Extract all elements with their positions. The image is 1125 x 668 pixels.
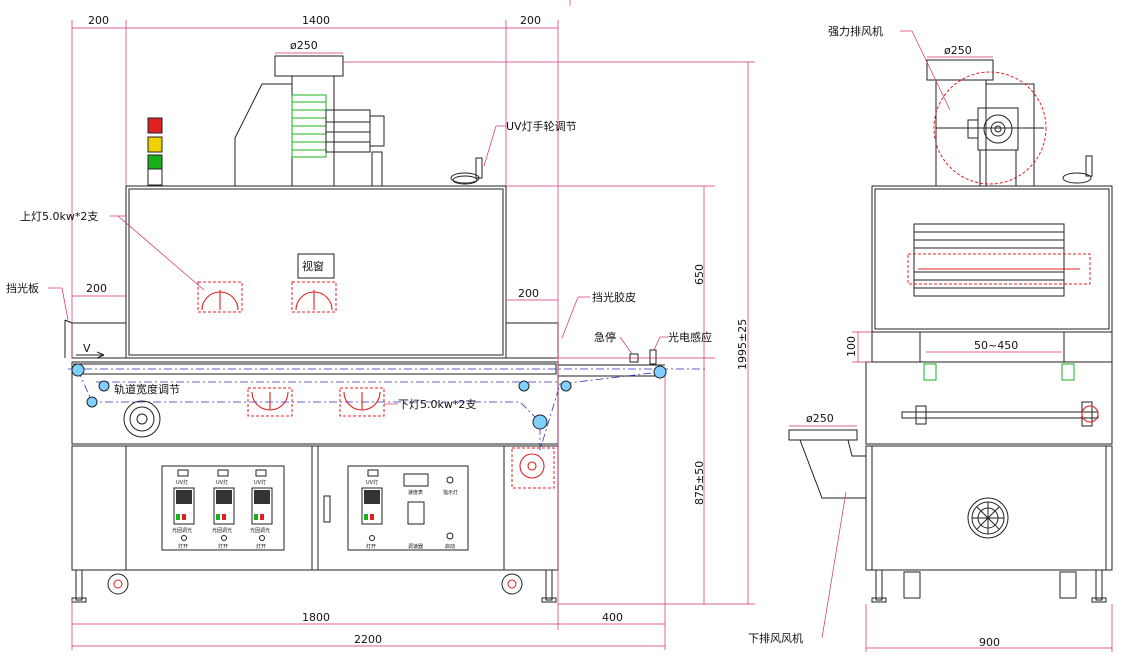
start-button[interactable] bbox=[446, 532, 454, 540]
lamp-unit-3: UV灯 光固调光 灯开 bbox=[250, 469, 273, 550]
side-view bbox=[788, 59, 1113, 603]
dim-200-mid-right: 200 bbox=[518, 287, 539, 300]
side-dimensions: ø250 ø250 100 50~450 900 强力排风机 下排风风机 bbox=[748, 24, 1113, 652]
cabinet-handle[interactable] bbox=[323, 495, 331, 523]
lamp-unit-2: UV灯 光固调光 灯开 bbox=[212, 469, 235, 550]
side-upper-chamber bbox=[871, 185, 1113, 333]
speed-control-knob[interactable] bbox=[407, 501, 425, 525]
side-motor-icon bbox=[967, 107, 1019, 187]
dim-1995: 1995±25 bbox=[736, 319, 749, 370]
front-view: 视窗 bbox=[64, 55, 708, 603]
dim-650: 650 bbox=[693, 264, 706, 285]
label-uv-handwheel: UV灯手轮调节 bbox=[506, 119, 577, 133]
lamp-control-panel: UV灯 光固调光 灯开 UV灯 光固调光 灯开 bbox=[161, 465, 285, 551]
dim-900: 900 bbox=[979, 636, 1000, 649]
side-track-rails bbox=[901, 363, 1099, 427]
indicator-label: 指示灯 bbox=[443, 489, 458, 496]
dim-875: 875±50 bbox=[693, 461, 706, 505]
lamp-unit-1: UV灯 光固调光 灯开 bbox=[172, 469, 195, 550]
label-upper-lamp: 上灯5.0kw*2支 bbox=[20, 210, 98, 223]
lamp-light-label-2: 灯开 bbox=[218, 543, 228, 550]
label-photoelectric-sensor: 光电感应 bbox=[668, 330, 712, 344]
label-lower-exhaust-fan: 下排风风机 bbox=[748, 631, 803, 645]
front-dimensions: 200 1400 200 ø250 200 200 650 875±50 199… bbox=[71, 0, 755, 650]
signal-tower bbox=[147, 117, 163, 186]
front-motor bbox=[325, 109, 371, 153]
lamp-switch-label-2: 光固调光 bbox=[212, 527, 232, 534]
dim-200-mid-left: 200 bbox=[86, 282, 107, 295]
label-powerful-exhaust-fan: 强力排风机 bbox=[828, 24, 883, 38]
lamp-switch-label-1: 光固调光 bbox=[172, 527, 192, 534]
label-lower-lamp: 下灯5.0kw*2支 bbox=[398, 398, 476, 411]
conveyor-control-panel: UV灯 灯开 速度表 指示灯 调速器 启动 bbox=[347, 465, 469, 551]
label-light-shield-plate: 挡光板 bbox=[6, 281, 39, 295]
dim-1800: 1800 bbox=[302, 611, 330, 624]
dim-2200: 2200 bbox=[354, 633, 382, 646]
label-light-shield-rubber: 挡光胶皮 bbox=[592, 290, 636, 304]
label-emergency-stop: 急停 bbox=[594, 330, 616, 344]
upper-lamp-left bbox=[197, 281, 243, 313]
lamp-switch-label-3: 光固调光 bbox=[250, 527, 270, 534]
speed-meter-display bbox=[403, 473, 429, 487]
front-fan-fins bbox=[292, 101, 326, 151]
lower-cabinet bbox=[71, 445, 559, 571]
dim-1400: 1400 bbox=[302, 14, 330, 27]
indicator-light bbox=[446, 476, 454, 484]
conveyor-light-label: 灯开 bbox=[366, 543, 376, 550]
conveyor-rollers bbox=[71, 363, 667, 430]
dim-400: 400 bbox=[602, 611, 623, 624]
lamp-light-label-3: 灯开 bbox=[256, 543, 266, 550]
dim-phi250-front: ø250 bbox=[290, 39, 318, 52]
dim-200-top-left: 200 bbox=[88, 14, 109, 27]
conveyor-meter-label: UV灯 bbox=[366, 479, 378, 486]
side-cabinet bbox=[865, 445, 1113, 571]
lamp-meter-label-3: UV灯 bbox=[254, 479, 266, 486]
upper-lamp-right bbox=[291, 281, 337, 313]
side-conveyor-section bbox=[865, 361, 1113, 445]
start-label: 启动 bbox=[445, 543, 455, 550]
side-fan-housing bbox=[933, 71, 1047, 185]
side-lower-exhaust-duct bbox=[788, 429, 866, 499]
direction-label: V bbox=[83, 342, 91, 355]
upper-chamber bbox=[125, 185, 507, 359]
view-window-label: 视窗 bbox=[302, 259, 324, 273]
handwheel-icon bbox=[450, 157, 483, 185]
side-lamp-housing bbox=[907, 223, 1091, 297]
speed-meter-label: 速度表 bbox=[408, 489, 423, 496]
lower-lamp-left bbox=[247, 387, 293, 417]
lamp-light-label-1: 灯开 bbox=[178, 543, 188, 550]
track-width-label: 轨道宽度调节 bbox=[114, 382, 180, 396]
track-width-wheel-icon bbox=[123, 400, 161, 438]
dim-phi250-side-top: ø250 bbox=[944, 44, 972, 57]
lower-lamp-right bbox=[339, 387, 385, 417]
side-feet bbox=[871, 569, 1107, 603]
photoelectric-sensor-icon bbox=[649, 349, 657, 365]
side-cabinet-fan-icon bbox=[967, 497, 1009, 539]
dim-50-450: 50~450 bbox=[974, 339, 1018, 352]
lamp-meter-label-2: UV灯 bbox=[216, 479, 228, 486]
speed-control-label: 调速器 bbox=[408, 543, 423, 550]
dim-phi250-side-bottom: ø250 bbox=[806, 412, 834, 425]
lamp-meter-label-1: UV灯 bbox=[176, 479, 188, 486]
front-feet bbox=[71, 569, 557, 603]
dim-200-top-right: 200 bbox=[520, 14, 541, 27]
dim-100: 100 bbox=[845, 336, 858, 357]
front-lower-fan bbox=[511, 447, 555, 489]
front-callouts: UV灯手轮调节 上灯5.0kw*2支 挡光板 挡光胶皮 急停 光电感应 下灯5.… bbox=[6, 119, 712, 411]
view-window bbox=[297, 253, 335, 279]
side-handwheel-icon bbox=[1062, 155, 1093, 184]
